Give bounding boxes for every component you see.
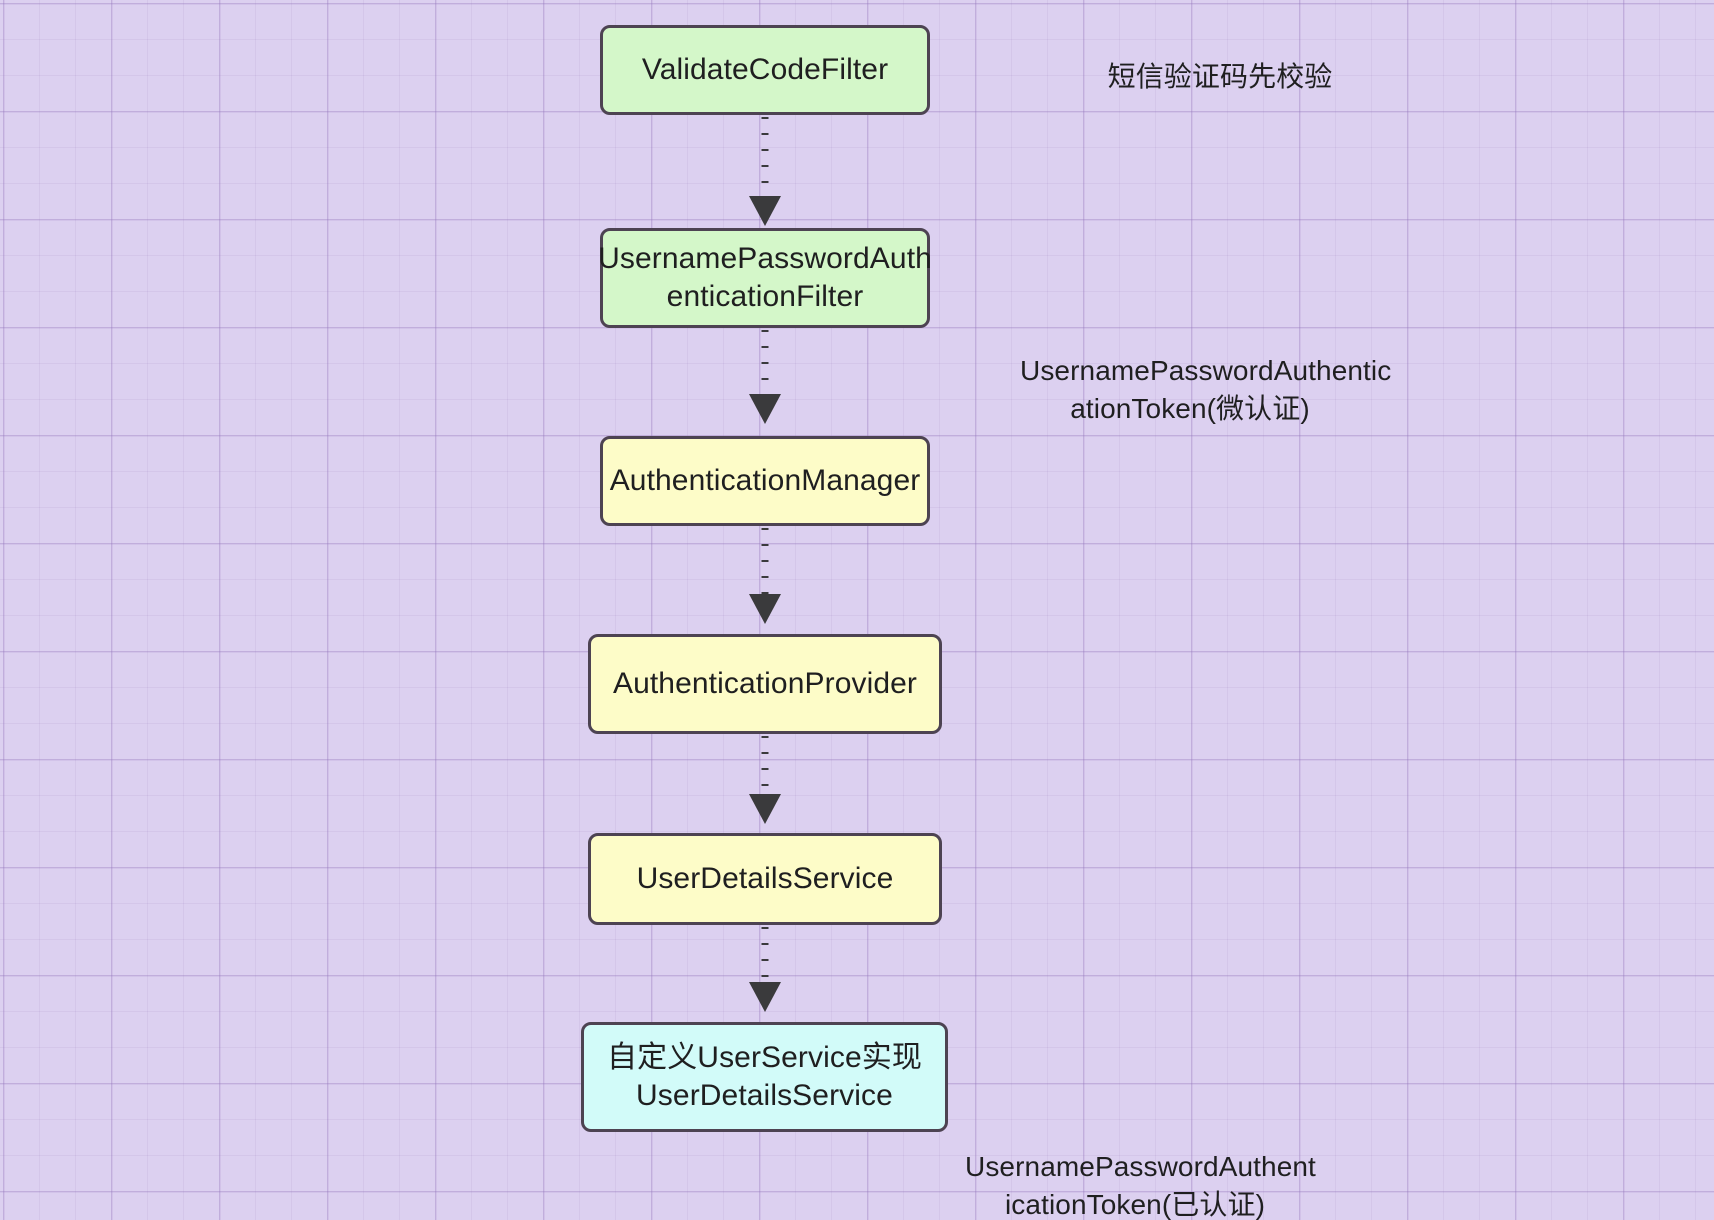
node-authentication-provider[interactable]: AuthenticationProvider (588, 634, 942, 734)
edge-usernamepasswordauthenticationfilter-to-authenticationmanager (749, 330, 781, 424)
node-validate-code-filter[interactable]: ValidateCodeFilter (600, 25, 930, 115)
node-user-details-service[interactable]: UserDetailsService (588, 833, 942, 925)
node-label: UserDetailsService (636, 861, 894, 895)
node-username-password-authentication-filter[interactable]: UsernamePasswordAuth enticationFilter (598, 228, 932, 328)
node-label: ValidateCodeFilter (641, 52, 889, 86)
annotation-token-unauthenticated: UsernamePasswordAuthentic ationToken(微认证… (1020, 355, 1392, 425)
node-label: 自定义UserService实现 UserDetailsService (607, 1040, 922, 1112)
edge-validatecodefilter-to-usernamepasswordauthenticationfilter (749, 117, 781, 226)
node-label: UsernamePasswordAuth enticationFilter (598, 241, 932, 313)
node-label: AuthenticationProvider (612, 666, 918, 700)
edge-userdetailsservice-to-customuserservice (749, 927, 781, 1012)
node-label: AuthenticationManager (609, 463, 921, 497)
annotation-sms-validation: 短信验证码先校验 (1107, 61, 1333, 92)
node-custom-user-service[interactable]: 自定义UserService实现 UserDetailsService (581, 1022, 948, 1132)
annotation-token-authenticated: UsernamePasswordAuthent icationToken(已认证… (965, 1151, 1316, 1220)
edge-authenticationmanager-to-authenticationprovider (749, 528, 781, 624)
node-authentication-manager[interactable]: AuthenticationManager (600, 436, 930, 526)
edge-authenticationprovider-to-userdetailsservice (749, 736, 781, 824)
